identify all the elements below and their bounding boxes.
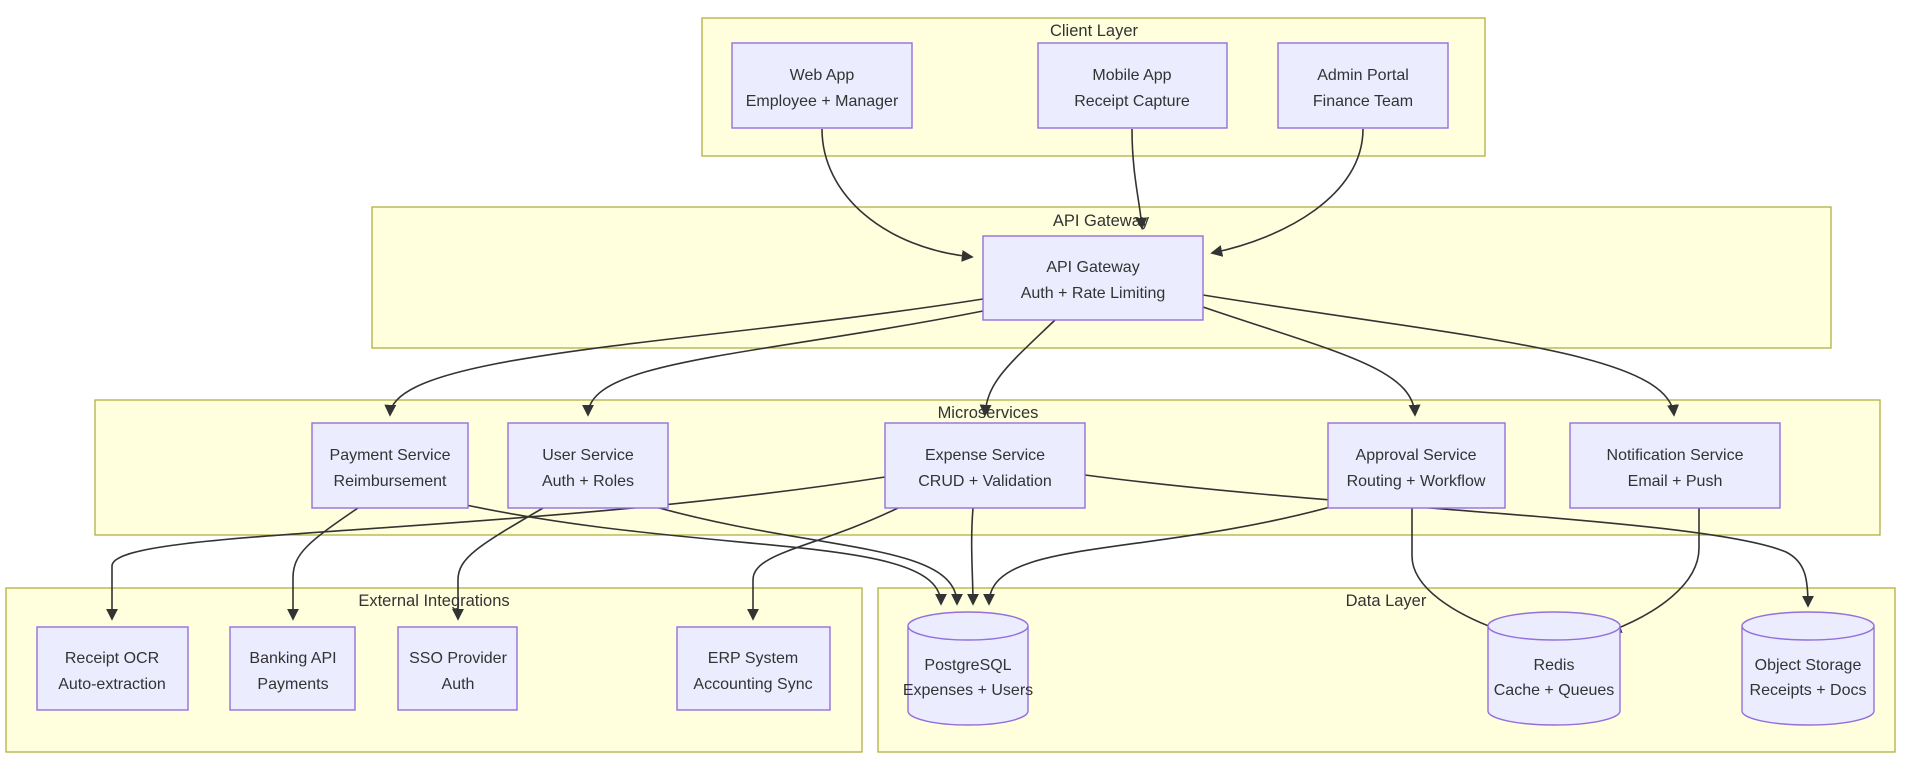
- node-banking-api-subtitle: Payments: [257, 676, 328, 693]
- node-admin-portal-title: Admin Portal: [1317, 67, 1409, 84]
- node-web-app-title: Web App: [790, 67, 855, 84]
- node-redis-title: Redis: [1534, 657, 1575, 674]
- edge-api-gateway-to-notification: [1202, 294, 1679, 417]
- node-receipt-ocr: Receipt OCR Auto-extraction: [36, 626, 189, 711]
- node-web-app-subtitle: Employee + Manager: [746, 93, 899, 110]
- node-api-gateway: API Gateway Auth + Rate Limiting: [982, 235, 1204, 321]
- node-api-gateway-subtitle: Auth + Rate Limiting: [1021, 285, 1166, 302]
- node-approval-service: Approval Service Routing + Workflow: [1327, 422, 1506, 509]
- node-mobile-app-title: Mobile App: [1092, 67, 1171, 84]
- cluster-data-layer-label: Data Layer: [1346, 592, 1427, 610]
- node-notification-service: Notification Service Email + Push: [1569, 422, 1781, 509]
- node-expense-service: Expense Service CRUD + Validation: [884, 422, 1086, 509]
- node-notification-service-title: Notification Service: [1607, 447, 1744, 464]
- node-receipt-ocr-title: Receipt OCR: [65, 650, 159, 667]
- edge-notification-to-redis: [1609, 508, 1700, 633]
- node-api-gateway-title: API Gateway: [1046, 259, 1139, 276]
- edges: [106, 128, 1814, 633]
- node-mobile-app-subtitle: Receipt Capture: [1074, 93, 1190, 110]
- node-redis-subtitle: Cache + Queues: [1494, 682, 1615, 699]
- edge-api-gateway-to-payment: [384, 298, 984, 417]
- node-web-app: Web App Employee + Manager: [731, 42, 913, 129]
- node-postgresql: PostgreSQL Expenses + Users: [903, 611, 1033, 726]
- node-sso-provider-subtitle: Auth: [442, 676, 475, 693]
- node-object-storage-subtitle: Receipts + Docs: [1750, 682, 1867, 699]
- node-approval-service-subtitle: Routing + Workflow: [1347, 473, 1486, 490]
- node-erp-system: ERP System Accounting Sync: [676, 626, 831, 711]
- node-user-service-title: User Service: [542, 447, 634, 464]
- node-expense-service-subtitle: CRUD + Validation: [918, 473, 1052, 490]
- edge-approval-to-redis: [1411, 508, 1501, 633]
- node-postgresql-subtitle: Expenses + Users: [903, 682, 1033, 699]
- cluster-external-integrations-label: External Integrations: [358, 592, 509, 610]
- node-receipt-ocr-subtitle: Auto-extraction: [58, 676, 166, 693]
- node-erp-system-title: ERP System: [708, 650, 798, 667]
- edge-expense-to-storage: [1084, 474, 1814, 608]
- node-sso-provider: SSO Provider Auth: [397, 626, 518, 711]
- edge-user-to-postgres: [651, 505, 963, 606]
- node-banking-api-title: Banking API: [249, 650, 336, 667]
- edge-web-app-to-api-gateway: [821, 128, 974, 262]
- node-redis: Redis Cache + Queues: [1487, 611, 1621, 726]
- edge-approval-to-postgres: [983, 505, 1335, 606]
- cluster-api-gateway-label: API Gateway: [1053, 212, 1150, 230]
- edge-expense-to-erp: [747, 507, 899, 621]
- node-mobile-app: Mobile App Receipt Capture: [1037, 42, 1228, 129]
- node-admin-portal-subtitle: Finance Team: [1313, 93, 1413, 110]
- edge-api-gateway-to-user: [582, 310, 984, 417]
- node-payment-service-subtitle: Reimbursement: [334, 473, 447, 490]
- node-payment-service: Payment Service Reimbursement: [311, 422, 469, 509]
- cluster-client-layer-label: Client Layer: [1050, 22, 1139, 40]
- node-object-storage-title: Object Storage: [1755, 657, 1862, 674]
- edge-mobile-app-to-api-gateway: [1131, 128, 1148, 230]
- cluster-microservices-label: Microservices: [938, 404, 1039, 422]
- node-expense-service-title: Expense Service: [925, 447, 1045, 464]
- edge-payment-to-postgres: [451, 501, 947, 606]
- edge-user-to-sso: [452, 507, 544, 621]
- node-sso-provider-title: SSO Provider: [409, 650, 507, 667]
- edge-expense-to-receipt-ocr: [106, 476, 886, 621]
- node-erp-system-subtitle: Accounting Sync: [693, 676, 812, 693]
- node-payment-service-title: Payment Service: [330, 447, 451, 464]
- edge-payment-to-banking: [287, 507, 359, 621]
- edge-admin-portal-to-api-gateway: [1210, 128, 1364, 257]
- node-user-service: User Service Auth + Roles: [507, 422, 669, 509]
- node-approval-service-title: Approval Service: [1356, 447, 1477, 464]
- edge-api-gateway-to-approval: [1202, 306, 1421, 417]
- node-postgresql-title: PostgreSQL: [924, 657, 1011, 674]
- node-notification-service-subtitle: Email + Push: [1628, 473, 1723, 490]
- node-user-service-subtitle: Auth + Roles: [542, 473, 634, 490]
- node-admin-portal: Admin Portal Finance Team: [1277, 42, 1449, 129]
- cluster-data-layer: Data Layer: [877, 587, 1896, 753]
- edge-api-gateway-to-expense: [979, 319, 1056, 417]
- node-object-storage: Object Storage Receipts + Docs: [1741, 611, 1875, 726]
- edge-expense-to-postgres: [966, 507, 979, 606]
- cluster-api-gateway: API Gateway: [371, 206, 1832, 349]
- node-banking-api: Banking API Payments: [229, 626, 356, 711]
